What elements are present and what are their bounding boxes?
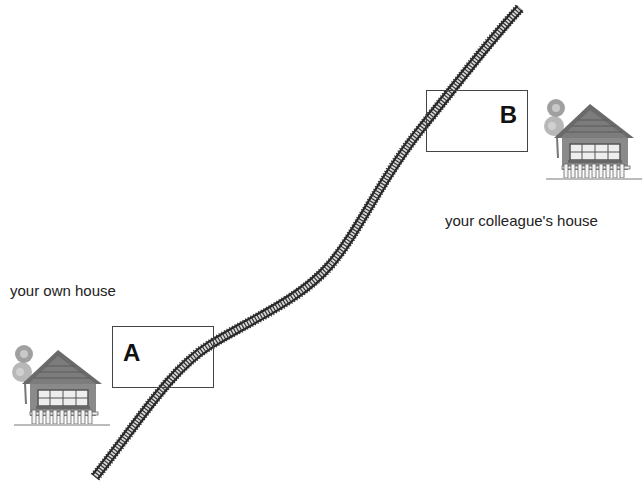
house-icon bbox=[544, 99, 642, 179]
area-box: A bbox=[112, 326, 214, 388]
house-icon bbox=[12, 345, 110, 425]
area-letter: B bbox=[500, 103, 517, 127]
house-label: your own house bbox=[10, 282, 116, 300]
area-box: B bbox=[426, 90, 528, 152]
railway-track bbox=[95, 8, 520, 477]
area-letter: A bbox=[123, 341, 140, 365]
house-label: your colleague's house bbox=[445, 212, 598, 230]
